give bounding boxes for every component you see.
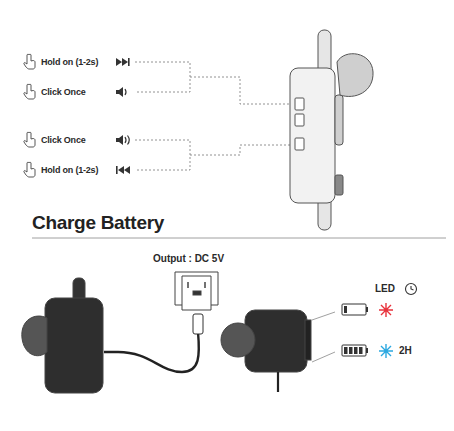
red-led-icon [379, 303, 393, 317]
usb-cable [104, 332, 199, 372]
blue-led-icon [379, 344, 393, 358]
headset [22, 278, 103, 393]
volume-down-icon [116, 87, 126, 97]
battery-full-icon [342, 345, 368, 356]
clock-icon [406, 284, 417, 295]
leader-line [312, 312, 335, 320]
control-label: Click Once [41, 136, 86, 145]
previous-icon [116, 166, 130, 174]
next-icon [116, 58, 130, 66]
power-adapter [175, 272, 218, 310]
headset [290, 30, 373, 230]
control-label: Hold on (1-2s) [41, 166, 98, 175]
control-label: Hold on (1-2s) [41, 58, 98, 67]
leader-line [312, 352, 335, 362]
hand-icon [24, 132, 35, 147]
hand-icon [24, 162, 35, 177]
section-title: Charge Battery [32, 213, 164, 232]
usb-plug [193, 314, 203, 334]
output-label: Output : DC 5V [153, 254, 224, 264]
led-label: LED [375, 284, 395, 294]
hand-icon [24, 84, 35, 99]
volume-up-icon [116, 135, 129, 145]
time-label: 2H [399, 346, 412, 356]
rule [32, 238, 446, 239]
headset [221, 310, 311, 392]
hand-icon [24, 54, 35, 69]
battery-low-icon [342, 304, 368, 315]
control-label: Click Once [41, 88, 86, 97]
leader-line [135, 62, 296, 170]
